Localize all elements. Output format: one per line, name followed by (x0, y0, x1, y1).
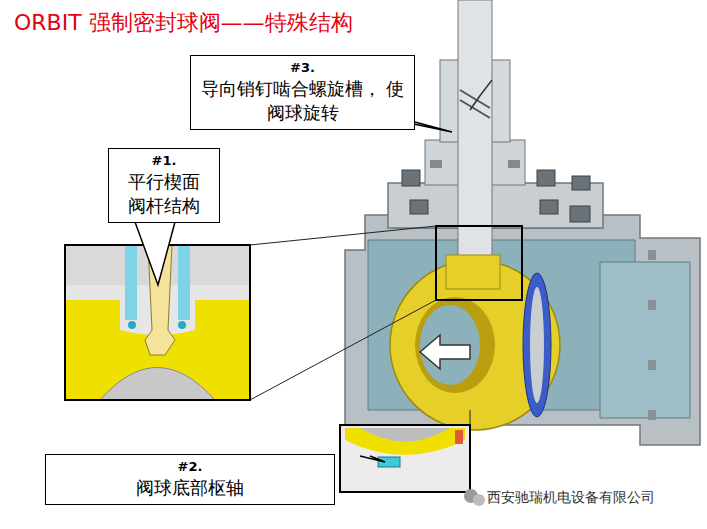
wechat-icon (464, 489, 485, 506)
callout-box: #1.平行楔面 阀杆结构 (108, 148, 220, 223)
valve-ball (390, 226, 560, 430)
page-title: ORBIT 强制密封球阀——特殊结构 (14, 8, 353, 38)
callout-number: #2. (54, 459, 326, 476)
callout-text: 导向销钉啮合螺旋槽， 使阀球旋转 (199, 77, 406, 126)
callout-box: #3.导向销钉啮合螺旋槽， 使阀球旋转 (190, 55, 415, 130)
callout-number: #1. (117, 153, 211, 170)
pivot-detail-inset (340, 425, 470, 492)
callout-text: 阀球底部枢轴 (54, 476, 326, 500)
callout-number: #3. (199, 60, 406, 77)
callout-text: 平行楔面 阀杆结构 (117, 170, 211, 219)
callout-box: #2.阀球底部枢轴 (45, 454, 335, 505)
watermark: 西安驰瑞机电设备有限公司 (487, 489, 655, 507)
zoom-line (250, 226, 470, 425)
